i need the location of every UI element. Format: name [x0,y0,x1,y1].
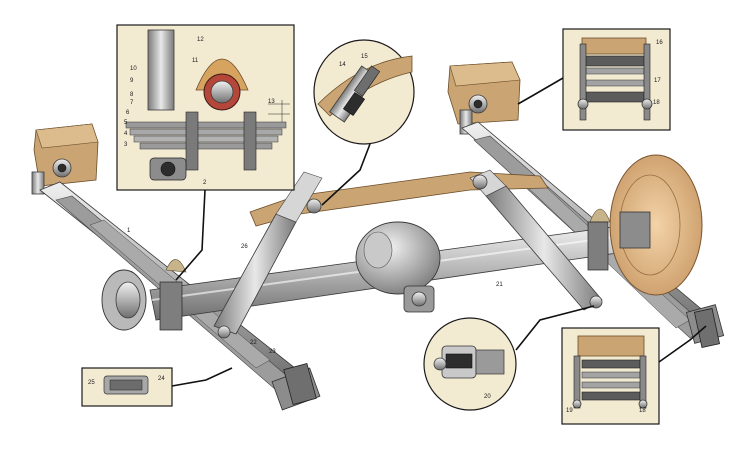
right-rear-shackle [693,308,721,348]
label-8: 8 [130,92,134,98]
label-4: 4 [124,131,128,137]
left-front-bracket [31,123,99,195]
main-assembly [31,61,725,411]
inset-spring-eye [423,317,517,411]
label-13: 13 [268,99,275,105]
right-brake-drum [589,154,703,296]
inset-pad [81,367,173,407]
left-shock-absorber [213,171,323,339]
label-22: 22 [250,340,257,346]
label-21: 21 [496,282,503,288]
label-2: 2 [203,180,207,186]
label-12: 12 [197,37,204,43]
left-rear-shackle [283,363,317,405]
inset-shock-mount [313,39,415,145]
label-16: 16 [656,40,663,46]
label-9: 9 [130,78,134,84]
label-24: 24 [158,376,165,382]
label-14: 14 [339,62,346,68]
label-5: 5 [124,120,128,126]
inset-rear-shackle [561,327,660,425]
label-18-top: 18 [653,100,660,106]
label-1: 1 [127,228,131,234]
label-10: 10 [130,66,137,72]
differential-housing [355,221,441,313]
part-number-labels: 1 2 3 4 5 6 7 8 9 10 11 12 13 14 15 16 1… [88,37,663,414]
right-u-bolt [587,221,609,271]
left-wheel-hub [101,259,187,331]
label-25: 25 [88,380,95,386]
label-6: 6 [126,110,130,116]
right-shock-absorber [469,169,603,311]
label-11: 11 [192,58,199,64]
label-26: 26 [241,244,248,250]
label-15: 15 [361,54,368,60]
label-19: 19 [566,408,573,414]
label-23: 23 [269,349,276,355]
label-17: 17 [654,78,661,84]
label-20: 20 [484,394,491,400]
inset-spring-mount [116,24,295,191]
inset-front-shackle [562,28,671,131]
label-18-bottom: 18 [639,408,646,414]
label-3: 3 [124,142,128,148]
label-7: 7 [130,100,134,106]
left-u-bolt [159,281,183,331]
leader-lines [171,77,707,387]
